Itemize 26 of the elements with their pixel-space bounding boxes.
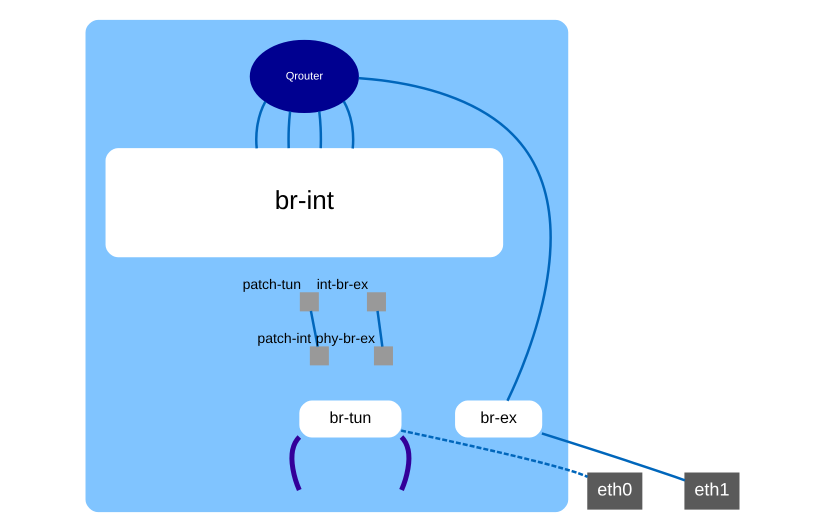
node-box xyxy=(366,292,386,312)
connector xyxy=(541,432,685,482)
connector xyxy=(342,100,354,149)
connector xyxy=(254,101,266,149)
connector xyxy=(318,111,322,148)
connector xyxy=(398,435,411,491)
connector xyxy=(288,435,302,491)
node-label: phy-br-ex xyxy=(315,330,375,346)
node-box: br-int xyxy=(105,148,503,258)
node-box: br-ex xyxy=(454,400,542,438)
connector xyxy=(309,310,319,347)
node-label: patch-tun xyxy=(242,276,301,292)
connector xyxy=(376,310,384,347)
node-box: br-tun xyxy=(298,400,401,438)
node-box: eth0 xyxy=(586,472,642,510)
node-box: eth1 xyxy=(684,472,739,510)
node-box xyxy=(299,292,318,312)
connector xyxy=(358,76,552,402)
node-box xyxy=(373,346,392,366)
connector xyxy=(400,429,588,478)
node-ellipse: Qrouter xyxy=(249,40,358,114)
cluster xyxy=(85,20,568,512)
node-label: patch-int xyxy=(256,330,311,346)
node-box xyxy=(309,346,328,366)
node-label: int-br-ex xyxy=(316,276,368,292)
connector xyxy=(286,111,291,148)
